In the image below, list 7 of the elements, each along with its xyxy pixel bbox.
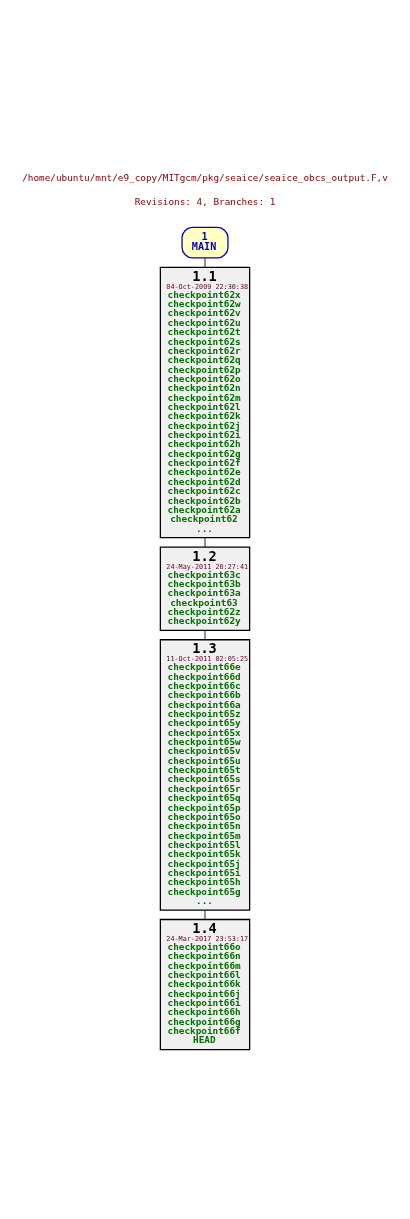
node-box: 1 MAIN [181, 226, 229, 259]
connector [204, 537, 206, 547]
connector [204, 257, 206, 268]
connector [204, 909, 206, 920]
label: Revisions: 4, Branches: 1 [134, 195, 276, 207]
connector [204, 629, 206, 640]
diagram-title: /home/ubuntu/mnt/e9_copy/MITgcm/pkg/seaice/seaice_obcs_output.F,v [22, 171, 388, 183]
